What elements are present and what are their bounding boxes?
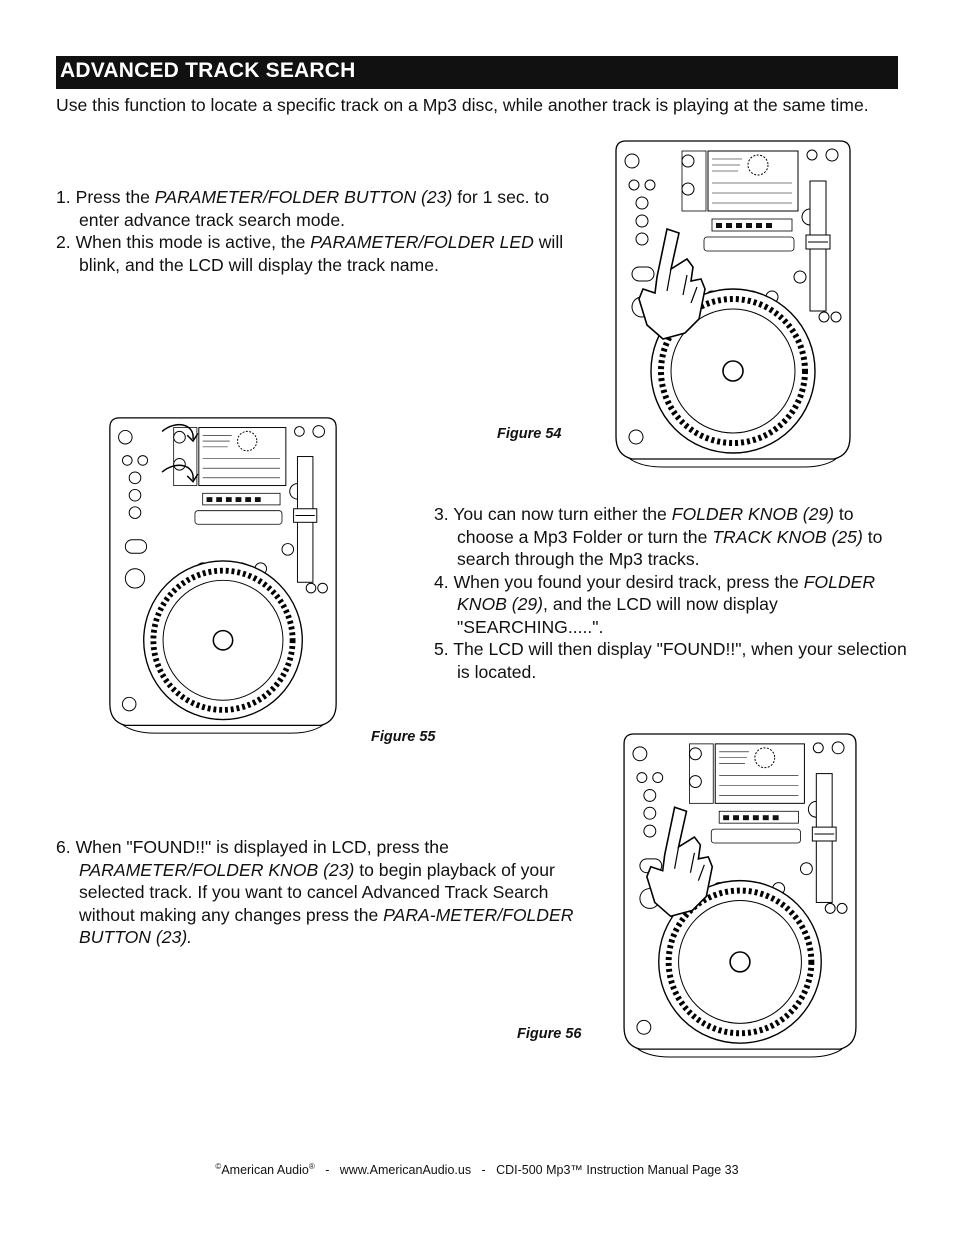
figure-56-caption: Figure 56 (517, 1026, 582, 1042)
steps-3-5: 3. You can now turn either the FOLDER KN… (434, 503, 914, 683)
figure-55-caption: Figure 55 (371, 729, 436, 745)
page-footer: ©American Audio® - www.AmericanAudio.us … (215, 1162, 739, 1178)
figure-54-caption: Figure 54 (497, 426, 562, 442)
rotate-arrow-icon (161, 423, 199, 483)
section-title-bar: ADVANCED TRACK SEARCH (56, 56, 898, 89)
figure-54-device-illustration (612, 137, 854, 470)
step-3: 3. You can now turn either the FOLDER KN… (434, 504, 883, 569)
step-1: 1. Press the PARAMETER/FOLDER BUTTON (23… (56, 187, 550, 230)
step-6: 6. When "FOUND!!" is displayed in LCD, p… (56, 837, 574, 947)
footer-rest: - www.AmericanAudio.us - CDI-500 Mp3™ In… (314, 1163, 739, 1178)
step-5: 5. The LCD will then display "FOUND!!", … (434, 639, 907, 682)
figure-55-device-illustration (104, 414, 342, 736)
hand-pointer-icon (646, 806, 714, 918)
step-6-block: 6. When "FOUND!!" is displayed in LCD, p… (56, 836, 586, 949)
intro-paragraph: Use this function to locate a specific t… (56, 95, 869, 115)
steps-1-2: 1. Press the PARAMETER/FOLDER BUTTON (23… (56, 186, 586, 276)
footer-brand: American Audio (221, 1163, 309, 1178)
figure-56-device-illustration (618, 730, 862, 1060)
hand-pointer-icon (638, 227, 706, 340)
section-title: ADVANCED TRACK SEARCH (60, 59, 356, 82)
step-4: 4. When you found your desird track, pre… (434, 571, 876, 637)
step-2: 2. When this mode is active, the PARAMET… (56, 232, 564, 275)
